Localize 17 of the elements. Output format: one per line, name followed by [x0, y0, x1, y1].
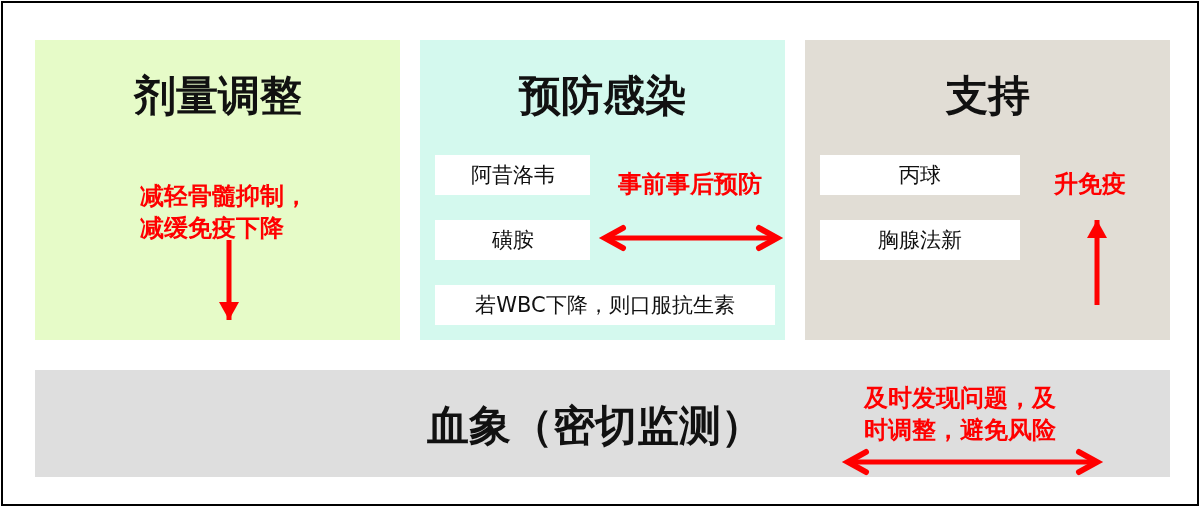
panel [420, 40, 785, 340]
panel-heading: 剂量调整 [132, 70, 303, 122]
panel-heading: 预防感染 [517, 70, 688, 122]
panel [35, 370, 1170, 477]
note-text: 减轻骨髓抑制，减缓免疫下降 [140, 181, 309, 244]
note-text: 事前事后预防 [617, 169, 763, 200]
panel [35, 40, 400, 340]
panel [805, 40, 1170, 340]
drug-box: 若WBC下降，则口服抗生素 [435, 285, 775, 325]
panel-heading: 支持 [944, 70, 1031, 122]
drug-box: 阿昔洛韦 [435, 155, 590, 195]
drug-box: 胸腺法新 [820, 220, 1020, 260]
note-text: 及时发现问题，及时调整，避免风险 [862, 383, 1057, 446]
panel-heading: 血象（密切监测） [426, 400, 764, 452]
note-text: 升免疫 [1053, 169, 1127, 200]
drug-box: 磺胺 [435, 220, 590, 260]
drug-box: 丙球 [820, 155, 1020, 195]
